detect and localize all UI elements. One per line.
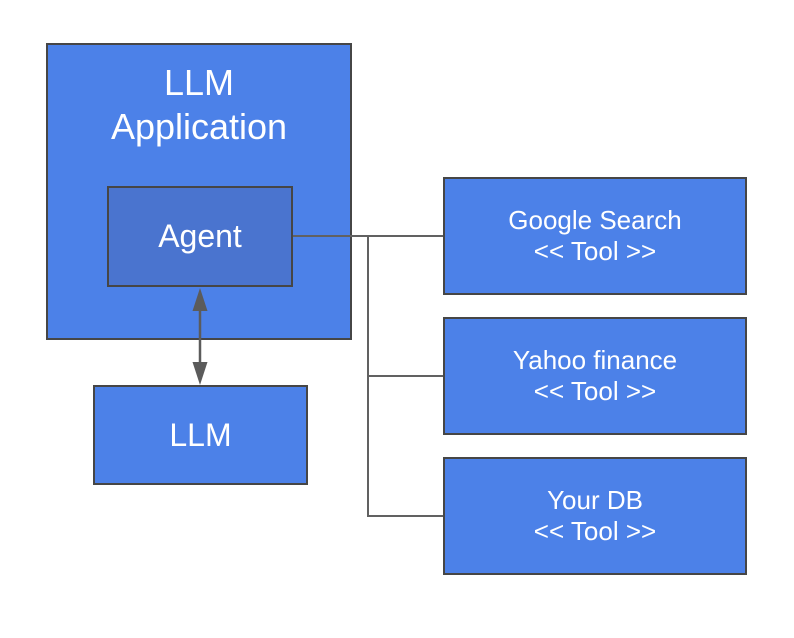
your-db-label: Your DB	[547, 485, 643, 515]
llm-application-label: LLM Application	[110, 62, 288, 147]
yahoo-finance-label: Yahoo finance	[512, 345, 678, 375]
tool-box-your-db: Your DB << Tool >>	[443, 457, 747, 575]
llm-box: LLM	[93, 385, 308, 485]
agent-box: Agent	[107, 186, 293, 287]
google-search-stereotype: << Tool >>	[533, 236, 657, 266]
yahoo-finance-stereotype: << Tool >>	[533, 376, 657, 406]
google-search-label: Google Search	[508, 205, 682, 235]
agent-label: Agent	[158, 218, 242, 254]
your-db-stereotype: << Tool >>	[533, 516, 657, 546]
tool-box-yahoo-finance: Yahoo finance << Tool >>	[443, 317, 747, 435]
arrowhead-down-icon	[192, 362, 208, 385]
tool-box-google-search: Google Search << Tool >>	[443, 177, 747, 295]
llm-label: LLM	[169, 416, 232, 453]
